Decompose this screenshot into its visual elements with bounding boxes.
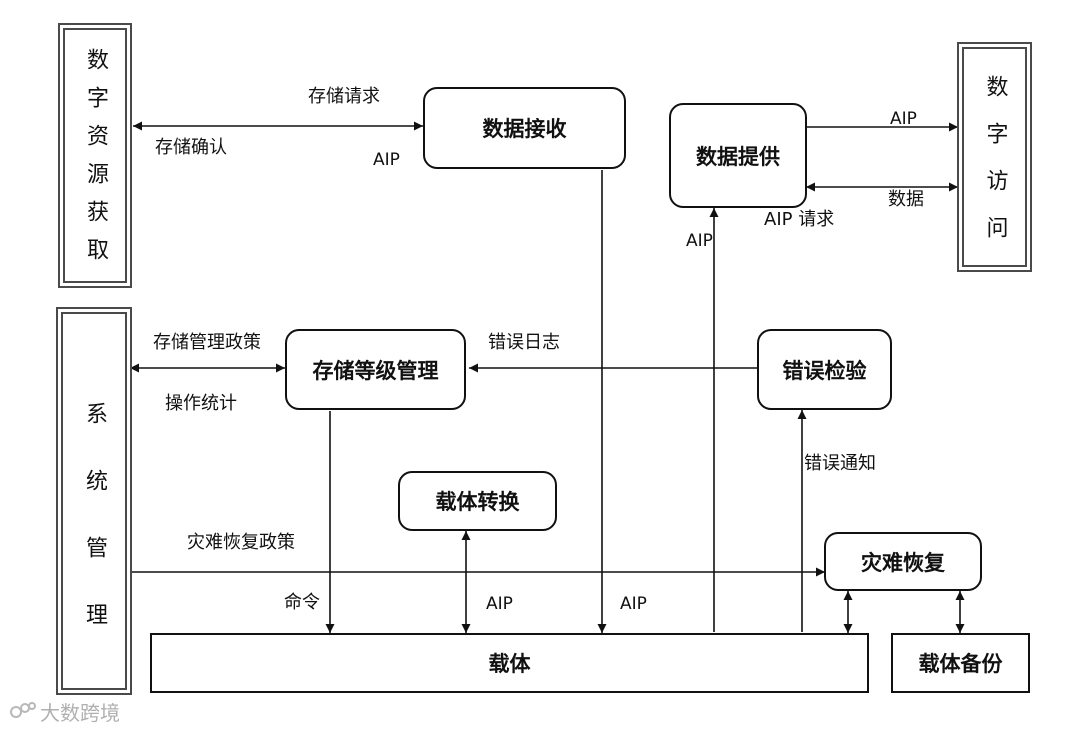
label-aip-request: AIP 请求 — [764, 209, 835, 230]
label-aip-convert: AIP — [486, 594, 513, 614]
label-storage-confirm: 存储确认 — [155, 137, 227, 158]
label-aip-provide-in: AIP — [686, 231, 713, 251]
actor-digital-resource-acquisition: 数字资源获取 — [58, 23, 132, 288]
node-carrier: 载体 — [150, 633, 869, 693]
label-disaster-policy: 灾难恢复政策 — [187, 532, 295, 553]
node-storage-level-management: 存储等级管理 — [285, 329, 466, 410]
label-error-notify: 错误通知 — [804, 453, 876, 474]
label-operation-stats: 操作统计 — [165, 393, 237, 414]
actor-system-management-label: 系统管理 — [82, 402, 107, 670]
label-data: 数据 — [888, 189, 924, 210]
node-data-receive: 数据接收 — [423, 87, 626, 169]
label-aip-receive: AIP — [373, 150, 400, 170]
node-carrier-conversion: 载体转换 — [398, 471, 557, 531]
label-aip-out: AIP — [890, 109, 917, 129]
actor-digital-resource-acquisition-label: 数字资源获取 — [83, 48, 108, 276]
label-error-log: 错误日志 — [488, 332, 560, 353]
label-aip-to-carrier: AIP — [620, 594, 647, 614]
watermark-logo-icon — [10, 702, 36, 718]
node-data-provide: 数据提供 — [669, 103, 807, 208]
actor-digital-access: 数字访问 — [957, 42, 1032, 272]
label-storage-policy: 存储管理政策 — [153, 332, 261, 353]
label-command: 命令 — [284, 592, 320, 613]
node-error-check: 错误检验 — [757, 329, 892, 410]
actor-digital-access-label: 数字访问 — [982, 75, 1008, 263]
label-storage-request: 存储请求 — [308, 86, 380, 107]
watermark-text: 大数跨境 — [40, 701, 120, 725]
node-disaster-recovery: 灾难恢复 — [824, 532, 982, 591]
node-carrier-backup: 载体备份 — [891, 633, 1030, 693]
actor-system-management: 系统管理 — [56, 307, 132, 695]
